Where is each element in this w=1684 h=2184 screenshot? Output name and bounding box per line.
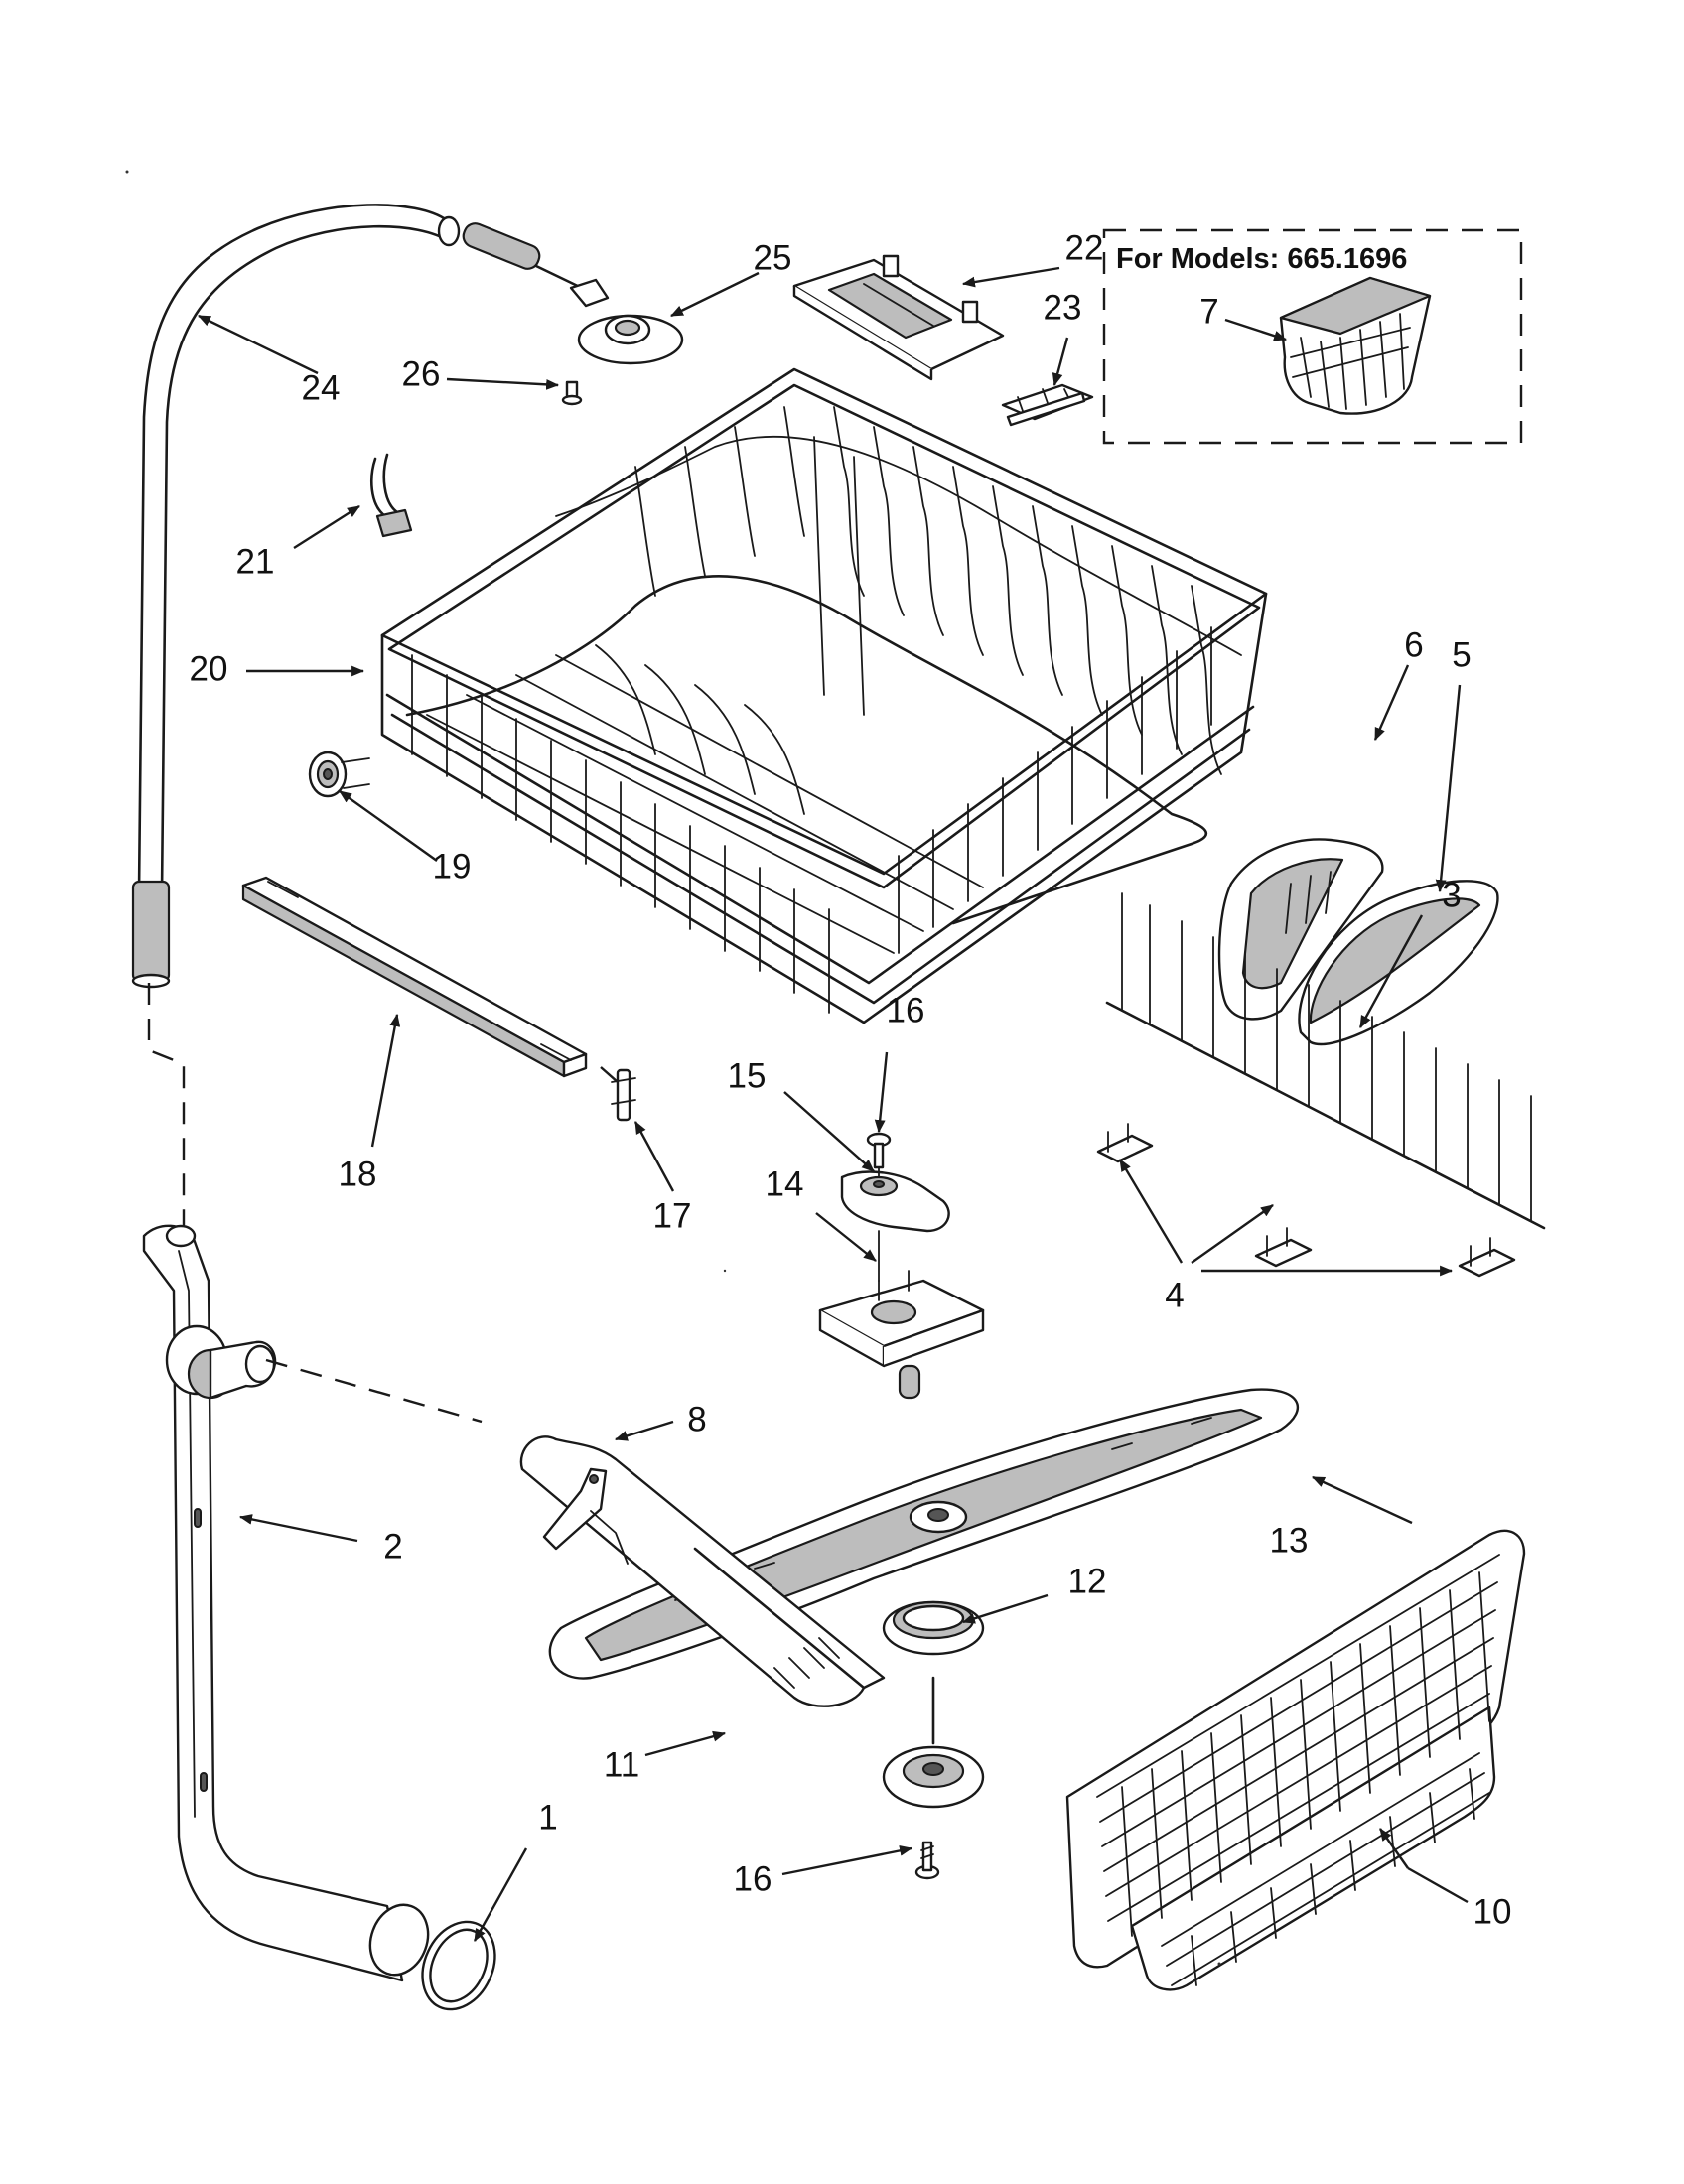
scan-speck bbox=[1217, 1962, 1221, 1966]
callout-12: 12 bbox=[1068, 1562, 1107, 1600]
clip-part-23 bbox=[1001, 383, 1094, 427]
rack-roller-part-19 bbox=[308, 751, 370, 798]
upper-dish-rack-part-20 bbox=[380, 367, 1268, 1024]
screw-part-26 bbox=[561, 380, 583, 406]
callout-7: 7 bbox=[1199, 292, 1218, 331]
callout-16-lower: 16 bbox=[734, 1859, 772, 1898]
rack-rail-part-18 bbox=[241, 876, 588, 1078]
spray-connector-part-25 bbox=[462, 222, 684, 365]
silverware-basket-part-7 bbox=[1102, 228, 1523, 445]
callout-14: 14 bbox=[766, 1164, 804, 1203]
spray-arm-mount-part-14 bbox=[818, 1230, 985, 1400]
callout-15: 15 bbox=[728, 1056, 767, 1095]
callout-8: 8 bbox=[687, 1400, 706, 1438]
callout-6: 6 bbox=[1404, 625, 1423, 664]
screw-part-16-upper bbox=[866, 1132, 892, 1178]
tine-clips-part-4 bbox=[1096, 1123, 1516, 1278]
callout-5: 5 bbox=[1452, 635, 1471, 674]
screw-part-16-lower bbox=[914, 1841, 940, 1880]
callout-20: 20 bbox=[190, 649, 228, 688]
callout-19: 19 bbox=[433, 847, 472, 886]
rack-interior-tines bbox=[426, 406, 1222, 954]
callout-1: 1 bbox=[538, 1798, 557, 1837]
callout-23: 23 bbox=[1044, 288, 1082, 327]
callout-21: 21 bbox=[236, 542, 275, 581]
callout-10: 10 bbox=[1474, 1892, 1512, 1931]
callout-22: 22 bbox=[1065, 228, 1104, 267]
alignment-lines bbox=[147, 983, 619, 1424]
callout-labels: 1 2 3 4 5 6 7 8 10 11 12 13 14 15 16 16 … bbox=[190, 228, 1512, 1931]
handle-cover-part-5 bbox=[1298, 880, 1499, 1046]
mounting-bracket-part-8 bbox=[542, 1467, 629, 1565]
callout-24: 24 bbox=[302, 368, 341, 407]
scan-speck bbox=[125, 170, 129, 174]
models-note: For Models: 665.1696 bbox=[1116, 243, 1407, 275]
scan-speck bbox=[723, 1269, 727, 1273]
lower-spray-tube-part-11 bbox=[519, 1435, 985, 1809]
callout-18: 18 bbox=[339, 1155, 377, 1193]
callout-leaders bbox=[198, 266, 1469, 1942]
rack-handle-part-6 bbox=[1217, 838, 1384, 1021]
tine-row-part-3 bbox=[1105, 892, 1546, 1230]
rack-side-tines bbox=[898, 626, 1212, 954]
rack-cover-part-22 bbox=[792, 254, 1005, 381]
feed-tube-part-2 bbox=[142, 1224, 430, 1982]
seal-ring-part-12 bbox=[882, 1600, 985, 1656]
o-ring-part-1 bbox=[421, 1920, 496, 2011]
callout-11: 11 bbox=[604, 1745, 639, 1784]
callout-2: 2 bbox=[383, 1527, 402, 1566]
callout-3: 3 bbox=[1442, 876, 1461, 914]
supply-tube-part-24 bbox=[131, 204, 461, 989]
callout-25: 25 bbox=[754, 238, 792, 277]
basket-grid bbox=[1096, 1554, 1500, 1986]
silverware-basket-part-10 bbox=[1065, 1529, 1526, 1991]
callout-17: 17 bbox=[653, 1196, 692, 1235]
callout-13: 13 bbox=[1270, 1521, 1309, 1560]
callout-26: 26 bbox=[402, 354, 441, 393]
callout-16-upper: 16 bbox=[887, 991, 925, 1029]
rack-front-tines bbox=[411, 654, 830, 1014]
stop-clip-part-17 bbox=[611, 1068, 636, 1122]
callout-4: 4 bbox=[1165, 1276, 1184, 1314]
spray-arm-support-part-15 bbox=[840, 1170, 950, 1233]
wire-clip-part-21 bbox=[370, 453, 413, 538]
